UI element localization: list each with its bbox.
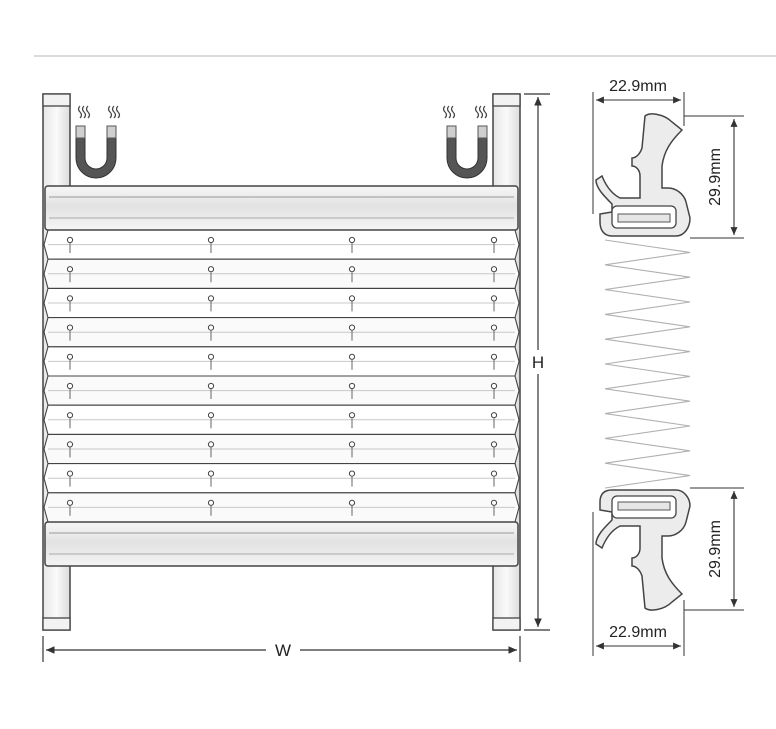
cord-hole [490,412,498,419]
cord-hole [66,324,74,331]
cord-hole [66,295,74,302]
cord-hole [207,470,215,477]
cord-hole [348,441,356,448]
pleated-fabric [43,229,520,523]
cord-hole [490,324,498,331]
cord-hole [348,382,356,390]
cord-hole [66,499,74,506]
top-rail-profile [595,113,691,237]
cord-hole [490,441,498,448]
top-rail-height-dimension: 29.9mm [684,115,744,239]
cord-hole [207,412,215,419]
cord-hole [207,236,215,244]
top-rail [44,185,519,231]
cord-hole [66,353,74,360]
cord-hole [348,353,356,360]
cord-hole [207,441,215,448]
cord-hole [348,295,356,302]
bottom-rail-width-dimension: 22.9mm [592,512,685,656]
magnet-icon [442,105,488,179]
cord-hole [207,266,215,273]
cord-hole [348,499,356,506]
height-dimension: H [524,93,550,631]
cord-hole [66,412,74,419]
cord-hole [348,324,356,331]
cord-hole [207,324,215,331]
cord-hole [207,499,215,506]
bottom-rail-height-dimension: 29.9mm [684,487,744,611]
cord-hole [207,382,215,390]
cord-hole [490,470,498,477]
bottom-rail-profile [595,489,691,611]
cord-hole [348,236,356,244]
cord-hole [490,295,498,302]
cord-hole [348,412,356,419]
folded-fabric-profile [604,239,691,489]
cord-hole [490,236,498,244]
top-rail-height-label: 29.9mm [707,148,724,206]
cord-hole [66,470,74,477]
cord-holes [66,236,498,516]
top-rail-width-dimension: 22.9mm [592,78,685,214]
cord-hole [207,353,215,360]
cord-hole [66,382,74,390]
cord-hole [207,295,215,302]
magnet-icon [75,105,121,179]
cord-hole [66,236,74,244]
top-rail-width-label: 22.9mm [609,78,667,95]
cord-hole [490,382,498,390]
cord-hole [348,470,356,477]
width-dimension: W [42,636,521,662]
width-label: W [275,641,291,660]
cord-hole [490,353,498,360]
blind-front-view [42,93,521,631]
height-label: H [532,353,544,372]
bottom-rail-height-label: 29.9mm [707,520,724,578]
side-profile: 22.9mm 29.9mm 29.9mm 22.9mm [592,78,744,656]
cord-hole [348,266,356,273]
cord-hole [490,266,498,273]
cord-hole [490,499,498,506]
cord-hole [66,266,74,273]
bottom-rail-width-label: 22.9mm [609,624,667,641]
bottom-rail [44,521,519,567]
cord-hole [66,441,74,448]
